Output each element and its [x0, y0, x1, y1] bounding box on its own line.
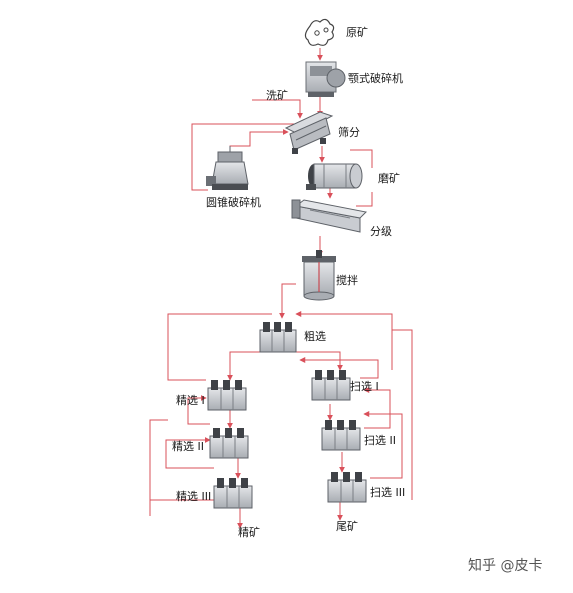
spiral-classifier-icon	[291, 199, 368, 233]
cleaner-1-cell-icon	[207, 380, 247, 411]
label-cleaner-1: 精选 I	[176, 394, 205, 407]
label-jaw-crusher: 颚式破碎机	[348, 72, 403, 85]
flotation-cells	[207, 322, 367, 509]
label-scavenger-2: 扫选 II	[364, 434, 396, 447]
flow-lines	[149, 48, 413, 529]
label-grinding: 磨矿	[378, 172, 400, 185]
cleaner-3-cell-icon	[213, 478, 253, 509]
scavenger-2-cell-icon	[321, 420, 361, 451]
label-scavenger-3: 扫选 III	[370, 486, 406, 499]
label-rougher: 粗选	[304, 330, 326, 343]
cone-crusher-icon	[206, 146, 249, 190]
ball-mill-icon	[306, 163, 363, 190]
rougher-cell-icon	[259, 322, 297, 353]
jaw-crusher-icon	[305, 61, 346, 97]
cleaner-2-cell-icon	[209, 428, 249, 459]
label-classifying: 分级	[370, 225, 392, 238]
agitation-tank-icon	[302, 250, 336, 301]
label-screening: 筛分	[338, 126, 360, 139]
label-raw-ore: 原矿	[346, 26, 368, 39]
label-cleaner-2: 精选 II	[172, 440, 204, 453]
label-agitation: 搅拌	[336, 274, 358, 287]
raw-ore-icon	[304, 18, 335, 46]
vibrating-screen-icon	[284, 111, 334, 154]
label-washing: 洗矿	[266, 89, 288, 102]
label-concentrate: 精矿	[238, 526, 260, 539]
label-cleaner-3: 精选 III	[176, 490, 212, 503]
watermark: 知乎 @皮卡	[468, 558, 543, 574]
label-tailings: 尾矿	[336, 520, 358, 533]
scavenger-3-cell-icon	[327, 472, 367, 503]
label-cone-crusher: 圆锥破碎机	[206, 196, 261, 209]
label-scavenger-1: 扫选 I	[350, 380, 379, 393]
scavenger-1-cell-icon	[311, 370, 351, 401]
